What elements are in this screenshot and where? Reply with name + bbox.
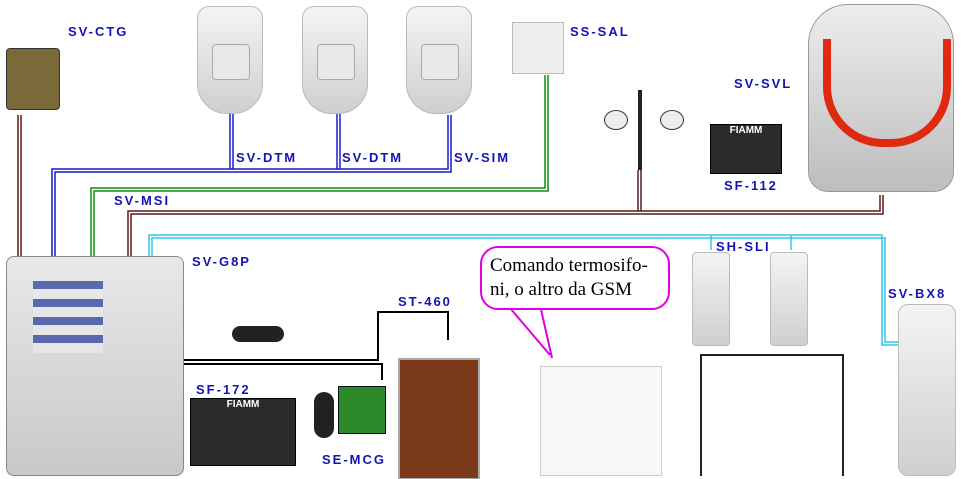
wire-siren [127,170,884,258]
label-sv-dtm-2: SV-DTM [342,150,404,165]
siren-svl [808,4,954,192]
label-st-460: ST-460 [398,294,452,309]
battery-sf112: FIAMM [710,124,782,174]
receiver-module [338,386,386,434]
pir-detector-2 [302,6,368,114]
lamp-post [600,86,688,170]
label-sf-172: SF-172 [196,382,251,397]
wire-ctg [17,115,22,258]
label-sv-g8p: SV-G8P [192,254,251,269]
label-sv-bx8: SV-BX8 [888,286,947,301]
pir-detector-1 [197,6,263,114]
curtain-sensor-1 [692,252,730,346]
sal-module [512,22,564,74]
pir-detector-3 [406,6,472,114]
wire-detectors [51,110,452,258]
label-sv-svl: SV-SVL [734,76,793,91]
callout-bubble: Comando termosifo-ni, o altro da GSM [480,246,670,310]
label-sv-ctg: SV-CTG [68,24,129,39]
label-sh-sli: SH-SLI [716,239,771,254]
door [398,358,480,479]
remote-mcg [314,392,334,438]
remote-key [232,326,284,342]
gsm-module [6,48,60,110]
label-se-mcg: SE-MCG [322,452,386,467]
doorway-illustration [700,354,844,476]
wire-power [175,311,449,380]
radiator-person-illustration [540,366,662,476]
label-sv-sim: SV-SIM [454,150,511,165]
battery-sf172: FIAMM [190,398,296,466]
label-sv-dtm-1: SV-DTM [236,150,298,165]
wire-g8p [148,234,900,346]
callout-tail [509,304,553,359]
curtain-sensor-2 [770,252,808,346]
outdoor-detector-bx8 [898,304,956,476]
wire-siren-sal [90,75,549,258]
label-ss-sal: SS-SAL [570,24,630,39]
label-sf-112: SF-112 [724,178,778,193]
control-panel [6,256,184,476]
label-sv-msi: SV-MSI [114,193,171,208]
